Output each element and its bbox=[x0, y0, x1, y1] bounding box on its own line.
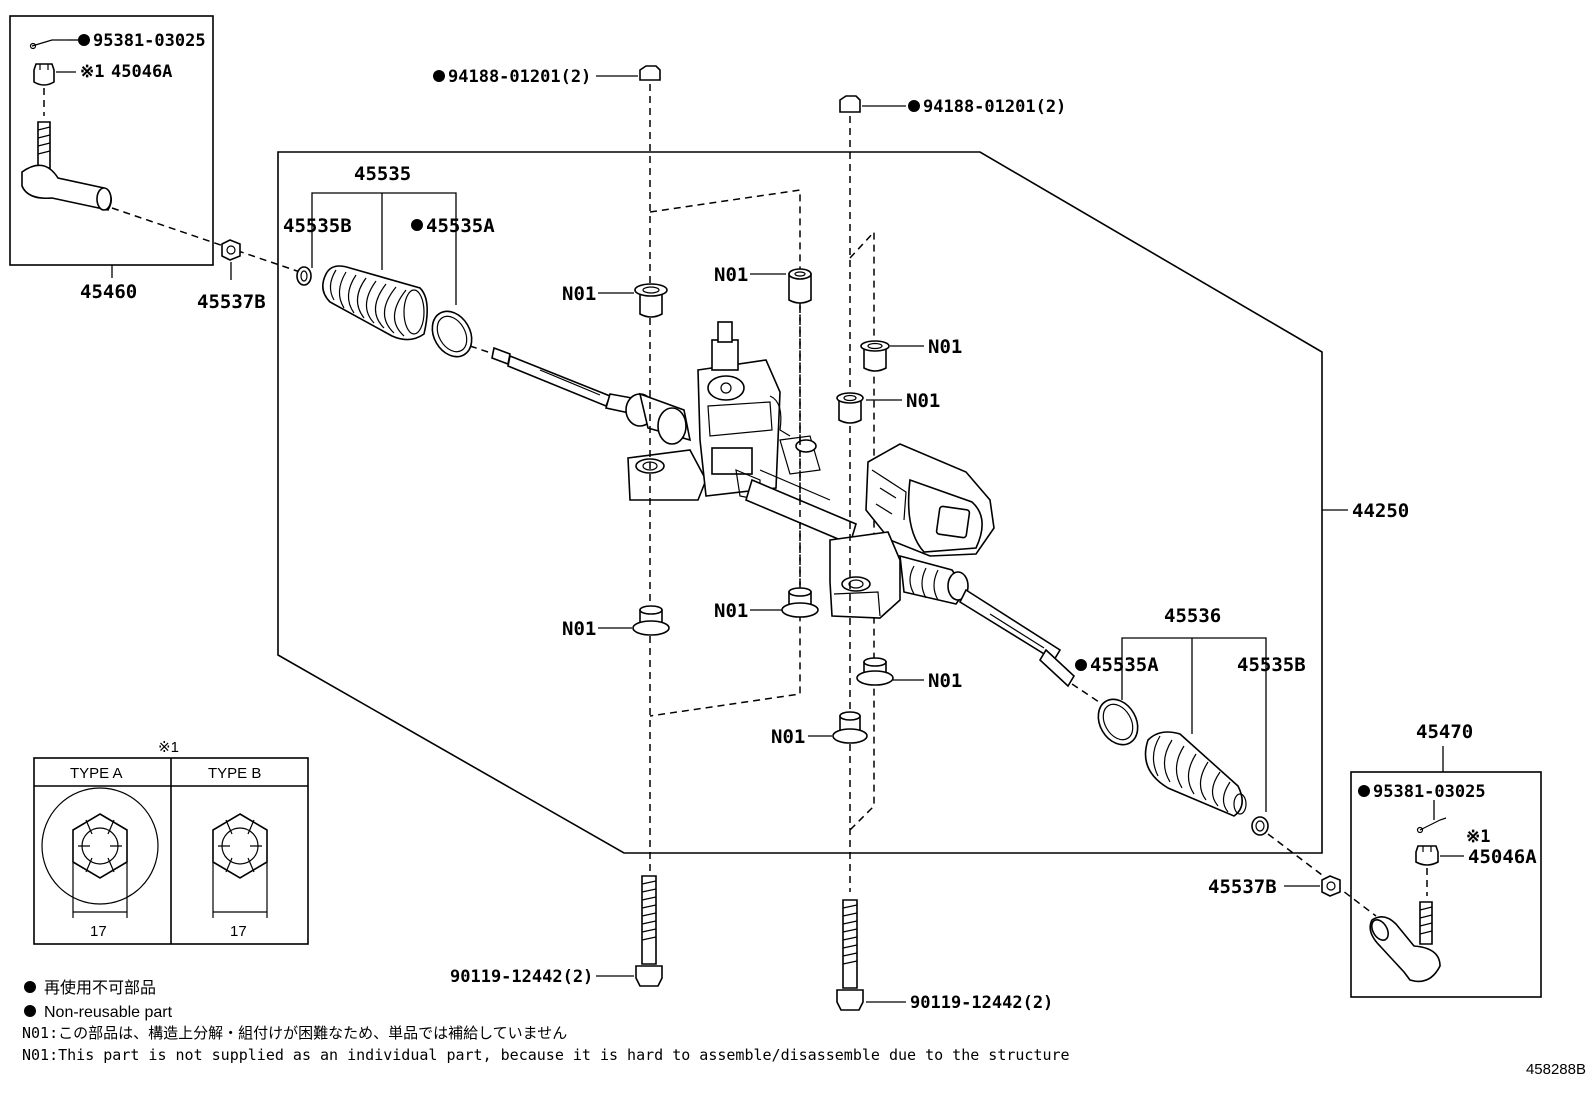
bolt-bottom-left-icon bbox=[635, 875, 663, 987]
castle-nut-right-icon bbox=[1415, 845, 1439, 866]
boot-clamp-left-icon bbox=[431, 310, 473, 358]
tie-rod-end-left-icon bbox=[21, 121, 112, 211]
label-clamp-left: 45535A bbox=[426, 215, 495, 237]
bushing-n01-upper-mid-icon bbox=[788, 268, 812, 304]
label-n01-1: N01 bbox=[562, 283, 596, 305]
boot-left-icon bbox=[322, 265, 428, 341]
label-tie-rod-end-left: 45460 bbox=[80, 281, 137, 303]
label-n01-3: N01 bbox=[928, 336, 962, 358]
nut-table-size-b: 17 bbox=[230, 923, 247, 940]
label-steering-assy: 44250 bbox=[1352, 500, 1409, 522]
label-bolt-top-right: 94188-01201(2) bbox=[923, 97, 1066, 117]
legend-dot-en bbox=[24, 1005, 36, 1017]
bolt-top-left-icon bbox=[639, 65, 661, 81]
label-cotter-pin-left: 95381-03025 bbox=[93, 31, 206, 51]
label-n01-6: N01 bbox=[714, 600, 748, 622]
label-boot-kit-left: 45535 bbox=[354, 163, 411, 185]
label-n01-2: N01 bbox=[714, 264, 748, 286]
label-bolt-bottom-right: 90119-12442(2) bbox=[910, 993, 1053, 1013]
bushing-n01-lower-right-a-icon bbox=[856, 657, 894, 686]
lock-nut-right-icon bbox=[1321, 875, 1341, 897]
boot-clip-right-icon bbox=[1251, 816, 1269, 836]
boot-right-icon bbox=[1144, 731, 1247, 817]
castle-nut-type-a-icon bbox=[41, 787, 159, 905]
castle-nut-left-icon bbox=[33, 63, 55, 86]
bushing-n01-lower-mid-icon bbox=[781, 587, 819, 618]
legend-non-reusable-en: Non-reusable part bbox=[44, 1004, 173, 1021]
nut-table-type-b: TYPE B bbox=[208, 765, 261, 782]
label-cotter-pin-right: 95381-03025 bbox=[1373, 782, 1486, 802]
figure-id: 458288B bbox=[1526, 1061, 1586, 1078]
bushing-n01-upper-right-b-icon bbox=[836, 392, 864, 424]
bushing-n01-lower-right-b-icon bbox=[832, 711, 868, 744]
cotter-pin-right-icon bbox=[1416, 817, 1447, 834]
non-reusable-dot bbox=[433, 70, 445, 82]
label-n01-5: N01 bbox=[562, 618, 596, 640]
steering-gear-housing-icon bbox=[625, 321, 995, 619]
bushing-n01-upper-left-icon bbox=[634, 283, 668, 318]
label-tie-rod-end-right: 45470 bbox=[1416, 721, 1473, 743]
non-reusable-dot bbox=[908, 100, 920, 112]
rack-right-icon bbox=[958, 588, 1076, 688]
note-n01-en: N01:This part is not supplied as an indi… bbox=[22, 1046, 1070, 1064]
cotter-pin-left-icon bbox=[29, 39, 68, 50]
nut-table-type-a: TYPE A bbox=[70, 765, 123, 782]
legend-dot-ja bbox=[24, 981, 36, 993]
non-reusable-dot bbox=[1358, 785, 1370, 797]
label-nut-right: 45046A bbox=[1468, 846, 1537, 868]
note-n01-ja: N01:この部品は、構造上分解・組付けが困難なため、単品では補給していません bbox=[22, 1024, 567, 1042]
rack-left-icon bbox=[491, 346, 635, 416]
label-n01-7: N01 bbox=[928, 670, 962, 692]
bushing-n01-lower-left-icon bbox=[632, 605, 670, 636]
legend-non-reusable-ja: 再使用不可部品 bbox=[44, 979, 156, 997]
nut-table-size-a: 17 bbox=[90, 923, 107, 940]
non-reusable-dot bbox=[1075, 659, 1087, 671]
tie-rod-end-right-icon bbox=[1369, 901, 1441, 983]
non-reusable-dot bbox=[78, 34, 90, 46]
label-n01-8: N01 bbox=[771, 726, 805, 748]
bolt-bottom-right-icon bbox=[836, 899, 864, 1011]
boot-clamp-right-icon bbox=[1097, 698, 1139, 746]
steering-gear-assembly-outline bbox=[277, 151, 1323, 854]
label-n01-4: N01 bbox=[906, 390, 940, 412]
label-lock-nut-left: 45537B bbox=[197, 291, 266, 313]
label-bolt-top-left: 94188-01201(2) bbox=[448, 67, 591, 87]
label-clip-right: 45535B bbox=[1237, 654, 1306, 676]
nut-type-mark-right: ※1 bbox=[1466, 827, 1490, 847]
nut-table-mark: ※1 bbox=[158, 739, 179, 756]
bushing-n01-upper-right-a-icon bbox=[860, 340, 890, 372]
label-lock-nut-right: 45537B bbox=[1208, 876, 1277, 898]
boot-clip-left-icon bbox=[296, 266, 312, 286]
label-clamp-right: 45535A bbox=[1090, 654, 1159, 676]
bolt-top-right-icon bbox=[839, 95, 861, 113]
tie-rod-end-right-box bbox=[1350, 771, 1542, 998]
label-bolt-bottom-left: 90119-12442(2) bbox=[450, 967, 593, 987]
lock-nut-left-icon bbox=[221, 239, 241, 261]
castle-nut-type-b-icon bbox=[212, 813, 268, 879]
label-nut-left: 45046A bbox=[111, 62, 172, 82]
label-clip-left: 45535B bbox=[283, 215, 352, 237]
label-boot-kit-right: 45536 bbox=[1164, 605, 1221, 627]
non-reusable-dot bbox=[411, 219, 423, 231]
nut-type-mark-left: ※1 bbox=[80, 62, 104, 82]
